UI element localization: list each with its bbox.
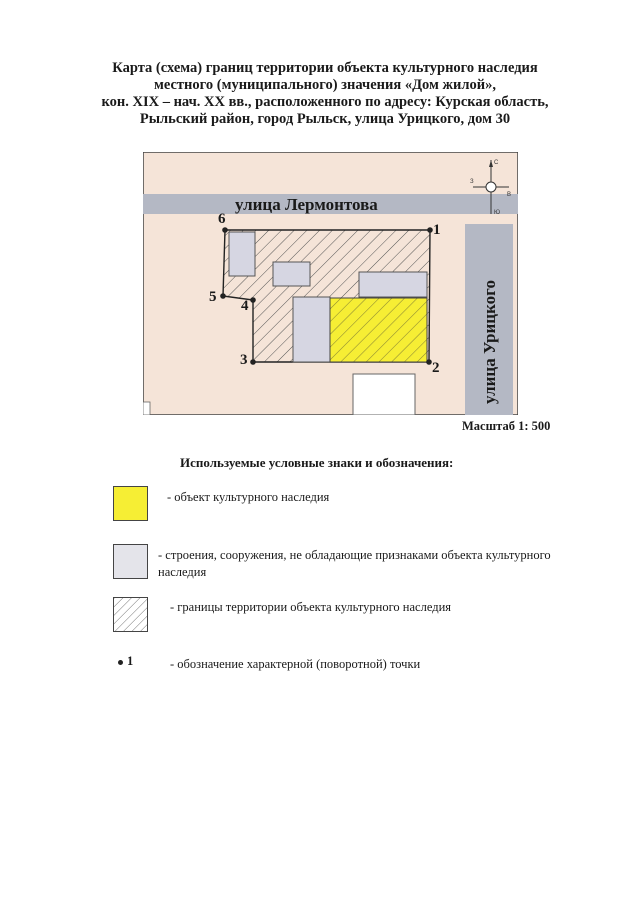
legend-text-heritage-object: - объект культурного наследия	[167, 490, 330, 504]
point-label-6: 6	[218, 211, 226, 227]
building-3	[358, 271, 428, 298]
legend-swatch-boundary	[113, 597, 148, 632]
point-marker-1	[427, 227, 433, 233]
building-2	[272, 261, 311, 287]
building-1	[228, 231, 256, 277]
compass-north: С	[494, 160, 499, 166]
building-4	[292, 296, 331, 363]
legend-title: Используемые условные знаки и обозначени…	[180, 455, 454, 470]
title-line-4: Рыльский район, город Рыльск, улица Уриц…	[139, 111, 511, 127]
legend-point-number: 1	[127, 654, 134, 668]
point-label-2: 2	[432, 360, 440, 376]
street-label-uritskogo: улица Урицкого	[480, 280, 499, 404]
point-marker-2	[426, 359, 432, 365]
title-line-3: кон. XIX – нач. XX вв., расположенного п…	[101, 94, 549, 110]
boundary-map: улица Лермонтова улица Урицкого 1 2 3 4 …	[143, 152, 518, 415]
legend-swatch-heritage-object	[113, 486, 148, 521]
legend-point-symbol: 1	[118, 654, 133, 669]
heritage-object-hatch	[330, 298, 427, 362]
street-uritskogo	[465, 224, 513, 415]
point-marker-5	[220, 293, 226, 299]
point-label-5: 5	[209, 289, 217, 305]
map-scale: Масштаб 1: 500	[462, 419, 551, 433]
map-title: Карта (схема) границ территории объекта …	[60, 60, 590, 128]
neighbor-lot	[352, 373, 416, 415]
point-label-3: 3	[240, 352, 248, 368]
legend-text-point: - обозначение характерной (поворотной) т…	[170, 657, 421, 671]
point-marker-6	[222, 227, 228, 233]
point-marker-4	[250, 297, 256, 303]
point-dot-icon	[118, 659, 123, 665]
compass-east: В	[507, 192, 511, 198]
point-label-4: 4	[241, 298, 249, 314]
legend-swatch-building	[113, 544, 148, 579]
legend-text-building: - строения, сооружения, не обладающие пр…	[158, 548, 551, 579]
compass-icon: С Ю З В	[470, 160, 511, 216]
point-marker-3	[250, 359, 256, 365]
title-line-1: Карта (схема) границ территории объекта …	[112, 60, 538, 76]
street-label-lermontova: улица Лермонтова	[235, 195, 378, 214]
street-lermontova	[143, 194, 518, 214]
legend-text-boundary: - границы территории объекта культурного…	[170, 600, 452, 614]
compass-west: З	[470, 179, 474, 185]
compass-south: Ю	[494, 210, 500, 216]
title-line-2: местного (муниципального) значения «Дом …	[153, 77, 497, 93]
point-label-1: 1	[433, 222, 441, 238]
map-corner-mark	[143, 401, 151, 415]
